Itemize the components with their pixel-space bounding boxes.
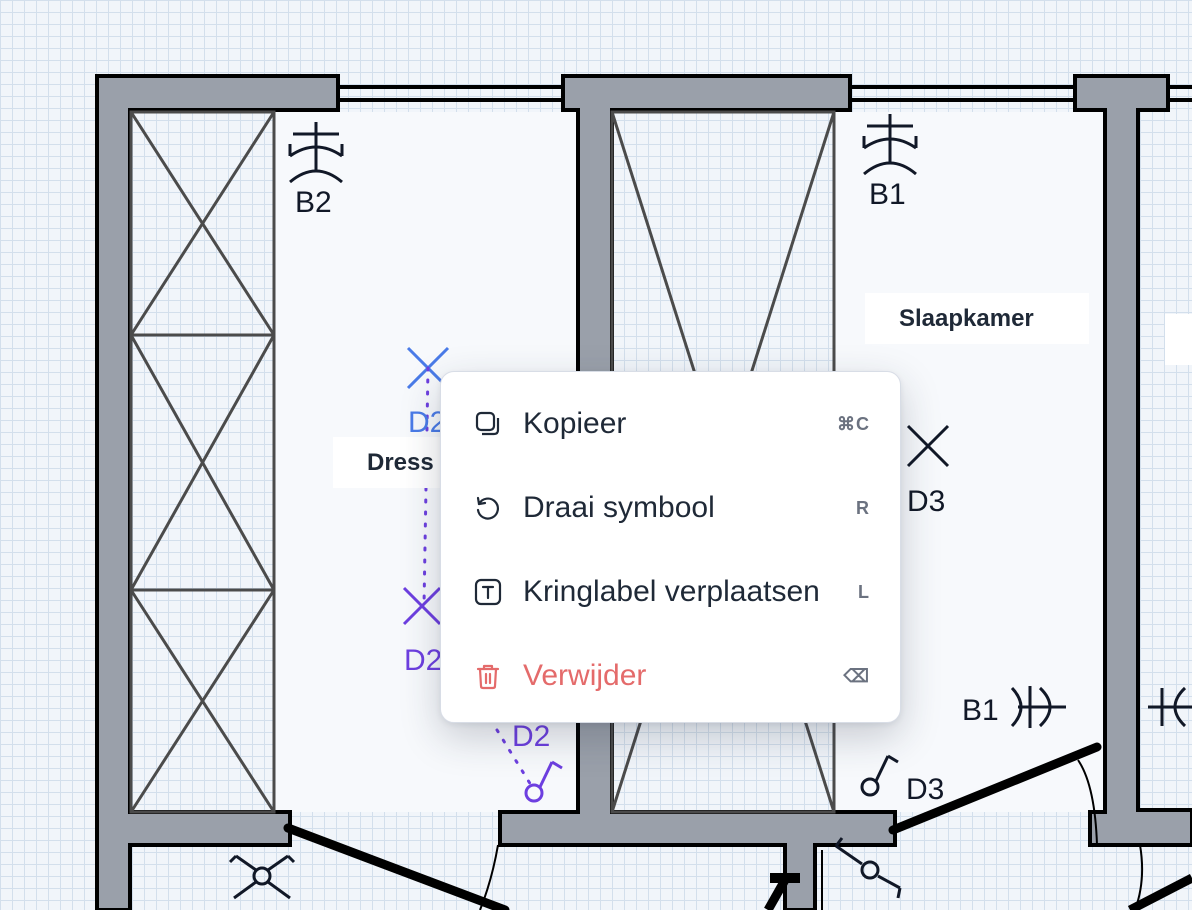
- room-label-text: Slaapkamer: [899, 304, 1034, 332]
- room-label-dressing[interactable]: Dress: [333, 437, 453, 488]
- room-label-text: Dress: [367, 448, 434, 476]
- window-top-far-right: [1168, 85, 1192, 102]
- wall-left: [95, 74, 340, 910]
- menu-item-move-circuit-label[interactable]: Kringlabel verplaatsen L: [441, 550, 900, 634]
- symbol-label-d2-point[interactable]: D2: [404, 644, 443, 677]
- point-d2-purple: [402, 586, 442, 626]
- rotate-icon: [473, 493, 503, 523]
- switch-bottom-middle: [834, 837, 902, 899]
- ceiling-light-b2: [288, 122, 344, 184]
- wall-light-far-right: [1148, 686, 1192, 728]
- symbol-label-d3-switch[interactable]: D3: [906, 773, 945, 806]
- room-label-far-right[interactable]: [1165, 314, 1192, 365]
- symbol-label-d2-selected[interactable]: D2: [408, 406, 447, 439]
- switch-bottom-left: [228, 854, 296, 900]
- wall-light-b1-right: [1010, 686, 1066, 728]
- menu-item-rotate-symbol[interactable]: Draai symbool R: [441, 466, 900, 550]
- switch-d3: [860, 754, 899, 797]
- door-middle: [764, 742, 1102, 910]
- menu-item-shortcut: ⌫: [843, 665, 870, 686]
- copy-icon: [473, 409, 503, 439]
- window-top-left: [338, 85, 563, 102]
- menu-item-shortcut: L: [858, 581, 870, 602]
- context-menu: Kopieer ⌘C Draai symbool R Kringlabel: [440, 371, 901, 723]
- menu-item-shortcut: ⌘C: [837, 413, 870, 434]
- window-top-right: [850, 85, 1075, 102]
- switch-d2: [524, 760, 563, 803]
- symbol-label-d3-point[interactable]: D3: [907, 485, 946, 518]
- symbol-label-b2[interactable]: B2: [295, 186, 332, 219]
- door-right: [1127, 844, 1192, 910]
- menu-item-label: Draai symbool: [523, 491, 715, 524]
- text-label-icon: [473, 577, 503, 607]
- menu-item-copy[interactable]: Kopieer ⌘C: [441, 382, 900, 466]
- menu-item-label: Verwijder: [523, 659, 647, 692]
- menu-item-shortcut: R: [856, 497, 870, 518]
- room-label-slaapkamer[interactable]: Slaapkamer: [865, 293, 1089, 344]
- menu-item-label: Kopieer: [523, 407, 627, 440]
- menu-item-delete[interactable]: Verwijder ⌫: [441, 634, 900, 718]
- symbol-label-d2-switch[interactable]: D2: [512, 720, 551, 753]
- menu-item-label: Kringlabel verplaatsen: [523, 575, 820, 608]
- point-d3: [906, 424, 950, 468]
- door-left: [283, 823, 510, 910]
- symbol-label-b1[interactable]: B1: [869, 178, 906, 211]
- symbol-label-b1-wall[interactable]: B1: [962, 694, 999, 727]
- wardrobe-left: [129, 110, 276, 814]
- ceiling-light-b1: [862, 114, 918, 176]
- wall-right: [1073, 74, 1192, 847]
- trash-icon: [473, 661, 503, 691]
